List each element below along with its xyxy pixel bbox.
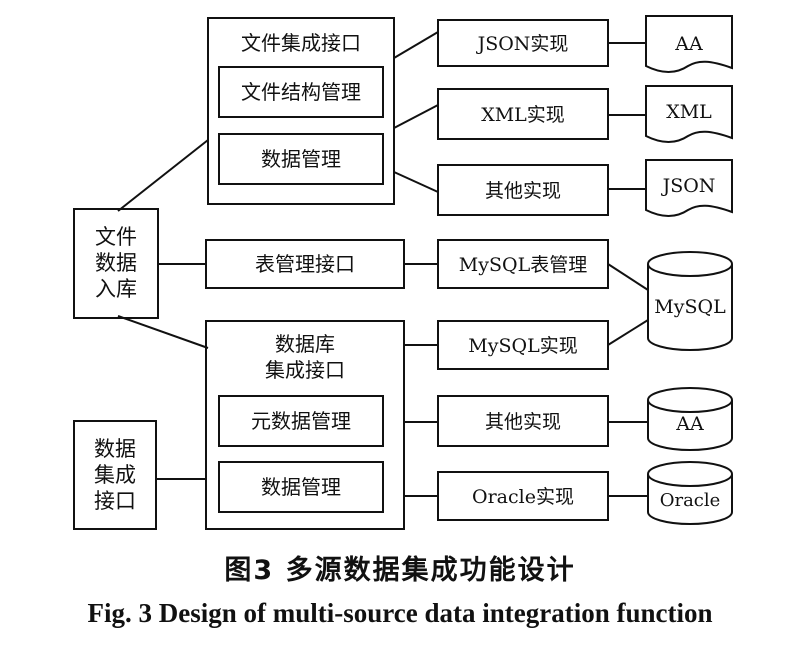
file-ingest-label-1: 文件 <box>95 225 137 249</box>
metadata-mgmt-box <box>218 395 384 447</box>
xml-impl-box <box>437 88 609 140</box>
document-aa: AA <box>645 15 733 73</box>
table-mgmt-interface-box <box>205 239 405 289</box>
connector-lines <box>117 31 649 497</box>
database-aa: AA <box>647 387 733 451</box>
file-data-mgmt-label: 数据管理 <box>261 147 341 171</box>
file-integration-interface-label: 文件集成接口 <box>241 31 361 55</box>
file-integration-interface-box <box>207 17 395 205</box>
figure-caption-chinese: 图3 多源数据集成功能设计 <box>224 555 576 586</box>
file-ingest-label-2: 数据 <box>95 251 137 275</box>
data-integration-label-1: 数据 <box>94 437 136 461</box>
db-data-mgmt-label: 数据管理 <box>261 475 341 499</box>
db-other-impl-box <box>437 395 609 447</box>
oracle-impl-box <box>437 471 609 521</box>
json-impl-label: JSON实现 <box>476 33 569 55</box>
oracle-impl-label: Oracle实现 <box>472 486 574 508</box>
file-structure-mgmt-box <box>218 66 384 118</box>
mysql-impl-box <box>437 320 609 370</box>
document-json: JSON <box>645 159 733 217</box>
data-integration-label-2: 集成 <box>94 463 136 487</box>
database-mysql-label: MySQL <box>654 296 726 318</box>
architecture-diagram: 文件 数据 入库 数据 集成 接口 文件集成接口 文件结构管理 数据管理 表管理… <box>73 15 733 530</box>
file-structure-mgmt-label: 文件结构管理 <box>241 80 361 104</box>
xml-impl-label: XML实现 <box>481 104 565 126</box>
database-oracle: Oracle <box>647 461 733 525</box>
file-other-impl-box <box>437 164 609 216</box>
document-json-label: JSON <box>661 175 716 197</box>
db-other-impl-label: 其他实现 <box>485 411 561 433</box>
db-integration-interface-box <box>205 320 405 530</box>
db-integration-label-1: 数据库 <box>275 332 335 356</box>
document-xml: XML <box>645 85 733 143</box>
file-data-mgmt-box <box>218 133 384 185</box>
mysql-impl-label: MySQL实现 <box>468 335 577 357</box>
data-integration-interface-box <box>73 420 157 530</box>
document-aa-label: AA <box>674 33 703 55</box>
metadata-mgmt-label: 元数据管理 <box>251 409 351 433</box>
json-impl-box <box>437 19 609 67</box>
file-ingest-label-3: 入库 <box>95 277 137 301</box>
table-mgmt-interface-label: 表管理接口 <box>255 252 355 276</box>
data-integration-label-3: 接口 <box>94 489 136 513</box>
database-aa-label: AA <box>675 413 704 435</box>
db-integration-label-2: 集成接口 <box>265 358 345 382</box>
file-ingest-box <box>73 208 159 319</box>
figure-caption-english: Fig. 3 Design of multi-source data integ… <box>87 598 713 628</box>
mysql-table-mgmt-box <box>437 239 609 289</box>
db-data-mgmt-box <box>218 461 384 513</box>
database-oracle-label: Oracle <box>660 490 721 511</box>
file-other-impl-label: 其他实现 <box>485 180 561 202</box>
mysql-table-mgmt-label: MySQL表管理 <box>459 254 587 276</box>
document-xml-label: XML <box>666 101 712 123</box>
database-mysql: MySQL <box>647 251 733 351</box>
